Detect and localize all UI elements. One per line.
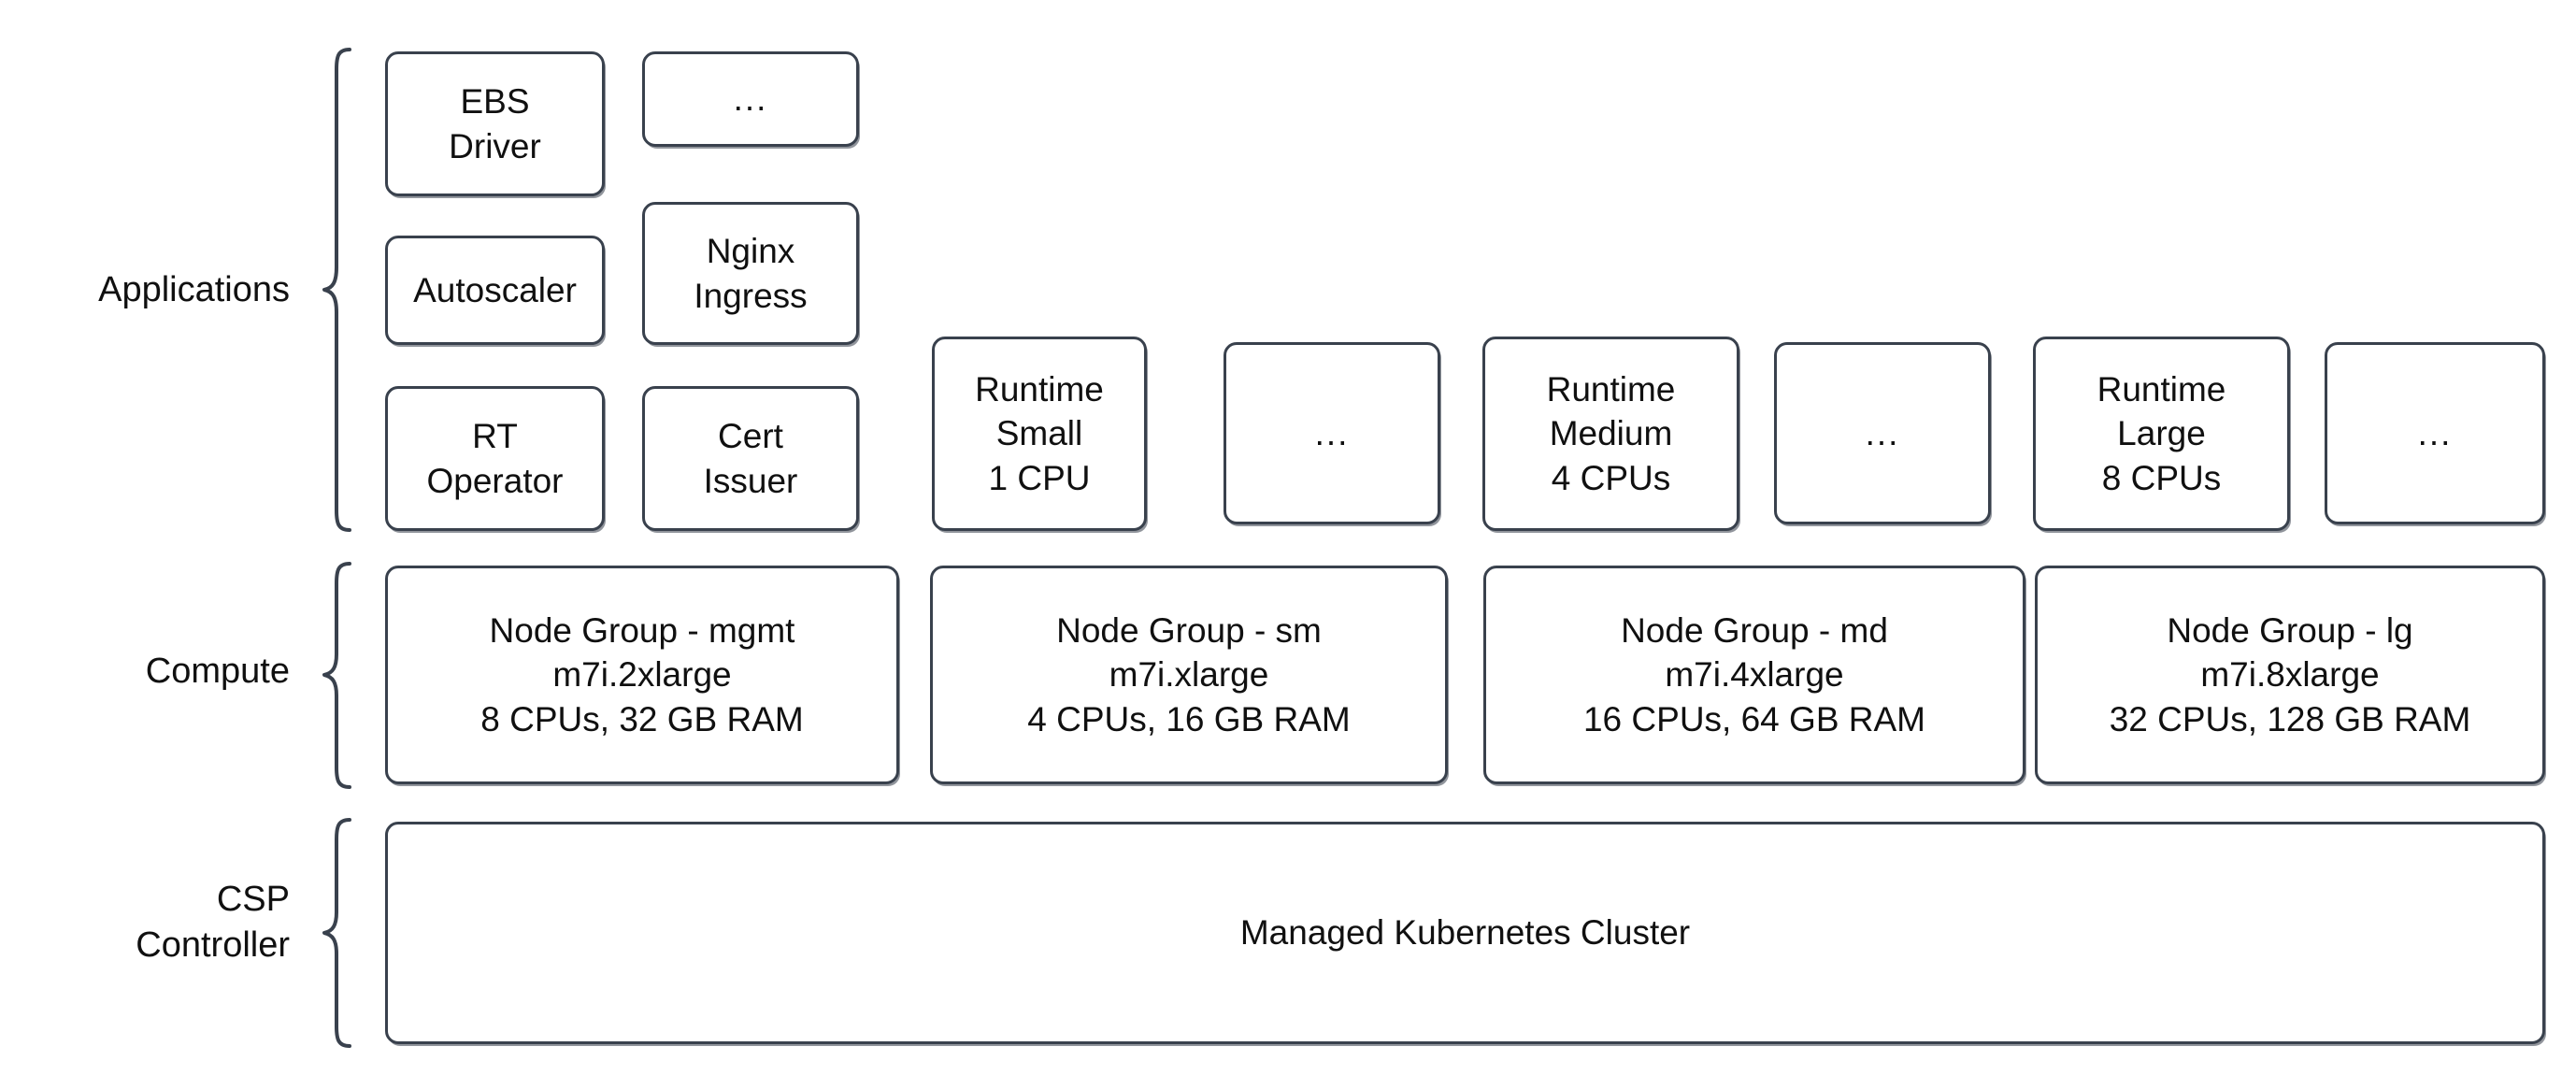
box-line: Node Group - sm bbox=[1056, 610, 1322, 650]
box-line: m7i.4xlarge bbox=[1665, 655, 1844, 695]
box-line: m7i.2xlarge bbox=[552, 655, 732, 695]
app-box-runtime-ellipsis-3[interactable]: ... bbox=[2325, 342, 2545, 524]
box-line: Large bbox=[2117, 414, 2206, 453]
box-line: Medium bbox=[1549, 414, 1673, 453]
brace-compute bbox=[322, 561, 353, 790]
box-line: Managed Kubernetes Cluster bbox=[1239, 913, 1691, 953]
box-line: 1 CPU bbox=[988, 458, 1091, 497]
compute-box-node-group-sm[interactable]: Node Group - sm m7i.xlarge 4 CPUs, 16 GB… bbox=[930, 566, 1448, 784]
compute-box-node-group-lg[interactable]: Node Group - lg m7i.8xlarge 32 CPUs, 128… bbox=[2035, 566, 2545, 784]
box-line: Node Group - md bbox=[1621, 610, 1888, 650]
ellipsis-glyph: ... bbox=[1865, 413, 1900, 452]
app-box-nginx-ingress[interactable]: Nginx Ingress bbox=[642, 202, 859, 345]
box-line: 16 CPUs, 64 GB RAM bbox=[1582, 699, 1925, 738]
brace-csp-controller bbox=[322, 817, 353, 1049]
box-line: Runtime bbox=[1546, 369, 1676, 408]
app-box-rt-operator[interactable]: RT Operator bbox=[385, 386, 605, 531]
ellipsis-glyph: ... bbox=[733, 79, 768, 119]
layer-label-compute: Compute bbox=[145, 652, 290, 691]
box-line: 8 CPUs bbox=[2101, 458, 2222, 497]
box-line: Issuer bbox=[703, 461, 798, 500]
box-line: Operator bbox=[426, 461, 564, 500]
box-line: Nginx bbox=[706, 232, 795, 271]
csp-box-managed-kubernetes-cluster[interactable]: Managed Kubernetes Cluster bbox=[385, 822, 2545, 1044]
app-box-ebs-driver[interactable]: EBS Driver bbox=[385, 51, 605, 196]
box-line: Runtime bbox=[975, 369, 1104, 408]
app-box-runtime-medium[interactable]: Runtime Medium 4 CPUs bbox=[1482, 337, 1739, 531]
ellipsis-glyph: ... bbox=[2417, 413, 2453, 452]
box-line: Node Group - lg bbox=[2167, 610, 2413, 650]
app-box-runtime-ellipsis-2[interactable]: ... bbox=[1774, 342, 1991, 524]
layer-label-csp-controller: CSP Controller bbox=[136, 880, 290, 966]
ellipsis-glyph: ... bbox=[1314, 413, 1350, 452]
box-line: m7i.xlarge bbox=[1109, 655, 1269, 695]
box-line: Autoscaler bbox=[413, 270, 577, 309]
app-box-runtime-ellipsis-1[interactable]: ... bbox=[1224, 342, 1440, 524]
app-box-cert-issuer[interactable]: Cert Issuer bbox=[642, 386, 859, 531]
box-line: Small bbox=[995, 414, 1083, 453]
box-line: Driver bbox=[449, 126, 541, 165]
box-line: EBS bbox=[460, 82, 530, 122]
layer-label-applications: Applications bbox=[98, 270, 290, 309]
box-line: Ingress bbox=[694, 276, 808, 315]
box-line: RT bbox=[472, 417, 518, 456]
app-box-runtime-large[interactable]: Runtime Large 8 CPUs bbox=[2033, 337, 2290, 531]
box-line: 32 CPUs, 128 GB RAM bbox=[2109, 699, 2471, 738]
compute-box-node-group-md[interactable]: Node Group - md m7i.4xlarge 16 CPUs, 64 … bbox=[1483, 566, 2025, 784]
brace-applications bbox=[322, 47, 353, 533]
compute-box-node-group-mgmt[interactable]: Node Group - mgmt m7i.2xlarge 8 CPUs, 32… bbox=[385, 566, 899, 784]
box-line: 8 CPUs, 32 GB RAM bbox=[480, 699, 804, 738]
box-line: m7i.8xlarge bbox=[2200, 655, 2380, 695]
app-box-autoscaler[interactable]: Autoscaler bbox=[385, 236, 605, 345]
app-box-runtime-small[interactable]: Runtime Small 1 CPU bbox=[932, 337, 1147, 531]
box-line: Runtime bbox=[2097, 369, 2226, 408]
box-line: 4 CPUs bbox=[1551, 458, 1671, 497]
box-line: Node Group - mgmt bbox=[489, 610, 795, 650]
app-box-ellipsis-1[interactable]: ... bbox=[642, 51, 859, 147]
box-line: Cert bbox=[718, 417, 783, 456]
box-line: 4 CPUs, 16 GB RAM bbox=[1027, 699, 1351, 738]
